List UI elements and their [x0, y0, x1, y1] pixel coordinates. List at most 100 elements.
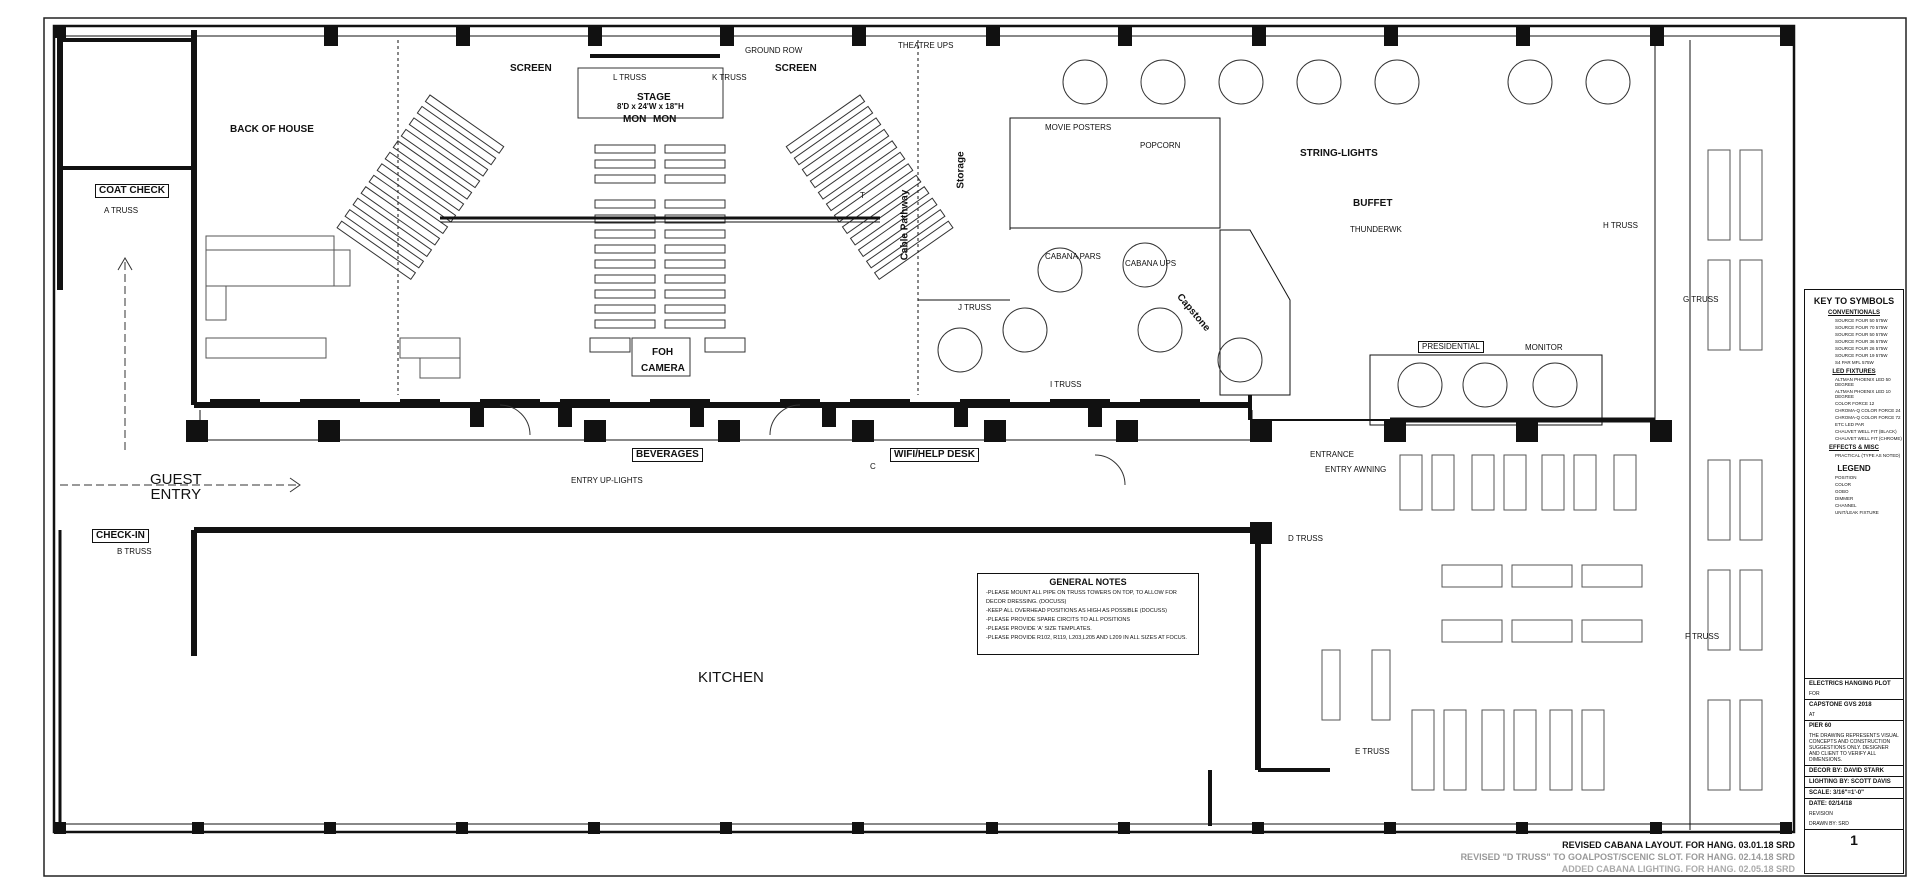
camera-label: CAMERA [641, 363, 685, 374]
entrance-label: ENTRANCE [1310, 450, 1355, 459]
truss-b-label: B TRUSS [117, 547, 152, 556]
wifi-help-desk-label: WIFI/HELP DESK [890, 448, 979, 462]
theatre-ups-label: THEATRE UPS [898, 41, 954, 50]
scale: SCALE: 3/16"=1'-0" [1805, 787, 1903, 798]
legend-item: CHROMA-Q COLOR FORCE 24 [1835, 408, 1901, 413]
legend-item: CHROMA-Q COLOR FORCE 72 [1835, 415, 1901, 420]
legend-item: CHAUVET WELL FIT (BLACK) [1835, 429, 1897, 434]
legend-item: PRACTICAL (TYPE AS NOTED) [1835, 453, 1901, 458]
legend-title: LEGEND [1837, 464, 1871, 473]
columns [54, 26, 1794, 834]
general-notes-title: GENERAL NOTES [1049, 577, 1127, 587]
note-item: DECOR DRESSING. (DOCUSS) [986, 599, 1067, 605]
theatre-seating [336, 67, 954, 377]
truss-h-label: H TRUSS [1603, 221, 1638, 230]
event-name: CAPSTONE GVS 2018 [1805, 699, 1903, 710]
cabana-pars-label: CABANA PARS [1045, 252, 1101, 261]
truss-k-label: K TRUSS [712, 73, 747, 82]
sheet-border [43, 17, 1907, 877]
presidential-label: PRESIDENTIAL [1418, 341, 1484, 353]
revision-1: REVISED CABANA LAYOUT. FOR HANG. 03.01.1… [1562, 840, 1795, 850]
truss-j-label: J TRUSS [958, 303, 992, 312]
disclaimer: THE DRAWING REPRESENTS VISUAL CONCEPTS A… [1809, 733, 1899, 763]
monitor-label: MONITOR [1525, 343, 1563, 352]
mon-right-label: MON [653, 114, 677, 125]
legend-item: UNIT/LEAK FIXTURE [1835, 510, 1879, 515]
truss-l-label: L TRUSS [613, 73, 647, 82]
truss-e-label: E TRUSS [1355, 747, 1390, 756]
effects-heading: EFFECTS & MISC [1828, 445, 1879, 451]
legend-item: S4 PAR MFL 575W [1835, 360, 1874, 365]
truss-a-label: A TRUSS [104, 206, 139, 215]
legend-item: SOURCE FOUR 26 575W [1835, 346, 1888, 351]
legend-item: SOURCE FOUR 36 575W [1835, 339, 1888, 344]
truss-i-label: I TRUSS [1050, 380, 1082, 389]
legend-item: DIMMER [1835, 496, 1854, 501]
note-item: -PLEASE MOUNT ALL PIPE ON TRUSS TOWERS O… [986, 590, 1177, 596]
revision-3: ADDED CABANA LIGHTING. FOR HANG. 02.05.1… [1561, 864, 1795, 874]
venue-name: PIER 60 [1805, 720, 1903, 731]
decor-by: DECOR BY: DAVID STARK [1805, 765, 1903, 776]
general-notes: GENERAL NOTES -PLEASE MOUNT ALL PIPE ON … [977, 573, 1199, 655]
note-item: -KEEP ALL OVERHEAD POSITIONS AS HIGH AS … [986, 608, 1167, 614]
conventionals-heading: CONVENTIONALS [1827, 310, 1880, 316]
event-at: AT [1809, 712, 1816, 718]
legend-item: ALTMAN PHOENIX LED 10 DEGREE [1835, 389, 1891, 399]
legend-item: POSITION [1835, 475, 1857, 480]
revision-2: REVISED "D TRUSS" TO GOALPOST/SCENIC SLO… [1460, 852, 1795, 862]
plot-name: ELECTRICS HANGING PLOT [1805, 678, 1903, 689]
truss-t-label: T [860, 191, 865, 200]
popcorn-label: POPCORN [1140, 141, 1181, 150]
buffet-label: BUFFET [1353, 198, 1393, 209]
title-block: ELECTRICS HANGING PLOT FOR CAPSTONE GVS … [1805, 678, 1903, 850]
legend-item: SOURCE FOUR 50 575W [1835, 318, 1888, 323]
drawn-by: DRAWN BY: SRD [1809, 821, 1849, 827]
kitchen-label: KITCHEN [698, 669, 764, 686]
led-fixtures-heading: LED FIXTURES [1832, 369, 1876, 375]
date: DATE: 02/14/18 [1805, 798, 1903, 809]
coat-check-label: COAT CHECK [95, 184, 169, 198]
note-item: -PLEASE PROVIDE R102, R119, L203,L205 AN… [986, 635, 1187, 641]
legend-item: ETC LED PAR [1835, 422, 1865, 427]
check-in-label: CHECK-IN [92, 529, 149, 543]
mon-left-label: MON [623, 114, 647, 125]
legend-item: COLOR FORCE 12 [1835, 401, 1875, 406]
truss-f-label: F TRUSS [1685, 632, 1720, 641]
guest-entry-label: GUEST ENTRY [150, 471, 202, 503]
stage-label: STAGE [637, 92, 671, 103]
truss-d-label: D TRUSS [1288, 534, 1323, 543]
plot-for: FOR [1809, 691, 1820, 697]
string-lights-label: STRING-LIGHTS [1300, 148, 1378, 159]
legend-item: ALTMAN PHOENIX LED 50 DEGREE [1835, 377, 1891, 387]
cable-pathway-label: Cable Pathway [899, 189, 911, 261]
screen-left-label: SCREEN [510, 63, 552, 74]
legend-item: CHAUVET WELL FIT (CHROME) [1835, 436, 1902, 441]
entry-awning-label: ENTRY AWNING [1325, 465, 1387, 474]
back-of-house-label: BACK OF HOUSE [230, 124, 314, 135]
key-to-symbols-panel: KEY TO SYMBOLS CONVENTIONALS SOURCE FOUR… [1804, 289, 1904, 874]
doors-arrows [60, 257, 1126, 493]
thunderwk-label: THUNDERWK [1350, 225, 1402, 234]
building-walls [52, 24, 1796, 834]
legend-item: SOURCE FOUR 19 575W [1835, 353, 1888, 358]
long-tables [1321, 149, 1763, 791]
round-tables [937, 59, 1631, 408]
note-item: -PLEASE PROVIDE 'A' SIZE TEMPLATES. [986, 626, 1092, 632]
storage-label: Storage [955, 151, 967, 189]
revision-label: REVISION [1809, 811, 1833, 817]
entry-up-lights-label: ENTRY UP-LIGHTS [571, 476, 643, 485]
legend-item: GOBO [1835, 489, 1849, 494]
truss-c-label: C [870, 462, 876, 471]
legend-item: SOURCE FOUR 50 575W [1835, 332, 1888, 337]
beverages-label: BEVERAGES [632, 448, 703, 462]
legend-item: SOURCE FOUR 70 575W [1835, 325, 1888, 330]
stage-dims-label: 8'D x 24'W x 18"H [617, 102, 684, 111]
legend-item: COLOR [1835, 482, 1852, 487]
lighting-by: LIGHTING BY: SCOTT DAVIS [1805, 776, 1903, 787]
note-item: -PLEASE PROVIDE SPARE CIRCITS TO ALL POS… [986, 617, 1131, 623]
foh-label: FOH [652, 347, 674, 358]
truss-g-label: G TRUSS [1683, 295, 1719, 304]
key-title: KEY TO SYMBOLS [1813, 296, 1895, 306]
corridor-wall-segments [210, 399, 1200, 427]
